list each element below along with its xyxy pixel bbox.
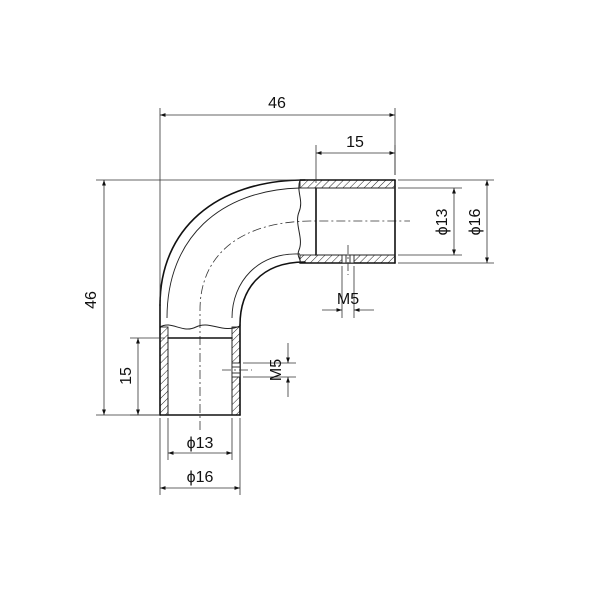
bottom-socket <box>159 304 252 416</box>
dim-overall-width: 46 <box>159 95 396 300</box>
elbow-body <box>159 179 410 430</box>
dim-overall-height-label: 46 <box>83 291 100 309</box>
dim-bottom-outer-diameter-label: ϕ16 <box>187 469 214 486</box>
dim-bottom-set-screw-label: M5 <box>268 359 285 381</box>
dim-right-inner-diameter: ϕ13 <box>398 187 462 256</box>
dim-right-socket-depth: 15 <box>315 134 396 183</box>
dim-bottom-inner-diameter: ϕ13 <box>167 418 233 460</box>
dim-right-set-screw: M5 <box>322 266 374 318</box>
right-socket-top-wall <box>299 179 396 189</box>
outer-bend-line <box>159 179 306 306</box>
dim-bottom-set-screw: M5 <box>243 343 296 397</box>
bottom-break-line <box>159 324 241 330</box>
dim-right-outer-diameter-label: ϕ16 <box>467 209 484 236</box>
elbow-centerline <box>199 220 410 430</box>
bottom-set-screw-hole <box>222 362 252 378</box>
right-break-line <box>297 179 302 264</box>
right-socket <box>297 179 396 275</box>
inner-bend-line <box>239 261 306 326</box>
dim-bottom-socket-depth-label: 15 <box>118 367 135 385</box>
dim-bottom-outer-diameter: ϕ16 <box>159 418 241 495</box>
dim-bottom-socket-depth: 15 <box>118 337 165 416</box>
dim-right-socket-depth-label: 15 <box>346 134 364 151</box>
dim-right-inner-diameter-label: ϕ13 <box>434 209 451 236</box>
dim-right-set-screw-label: M5 <box>337 291 359 308</box>
dim-bottom-inner-diameter-label: ϕ13 <box>187 435 214 452</box>
bore-line-outer <box>166 187 301 319</box>
dim-overall-width-label: 46 <box>268 95 286 112</box>
bore-line-inner <box>231 253 301 319</box>
dim-overall-height: 46 <box>83 179 300 416</box>
bottom-socket-left-wall <box>159 326 169 416</box>
dim-right-outer-diameter: ϕ16 <box>398 179 494 264</box>
right-set-screw-hole <box>341 245 355 275</box>
